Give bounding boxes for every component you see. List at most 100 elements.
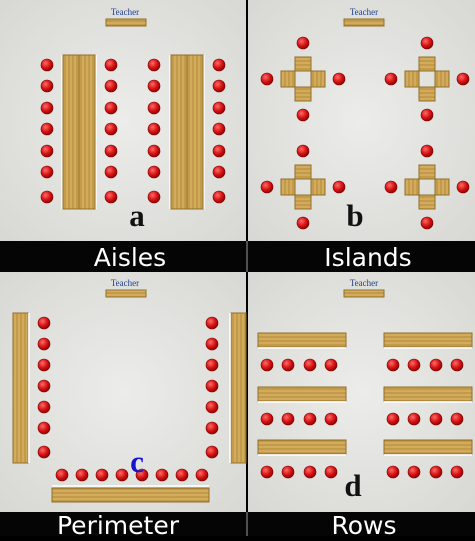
island-desk — [310, 70, 326, 88]
seat — [429, 358, 443, 372]
perimeter-desk-bottom — [51, 487, 210, 503]
seat — [296, 144, 310, 158]
seat — [205, 316, 219, 330]
caption-rows: Rows — [331, 511, 396, 536]
teacher-label-c: Teacher — [111, 278, 139, 288]
teacher-desk-c — [105, 289, 147, 298]
row-desk — [257, 332, 347, 348]
island-desk — [418, 56, 436, 72]
seat — [37, 337, 51, 351]
seat — [407, 465, 421, 479]
seat — [429, 465, 443, 479]
seat — [212, 144, 226, 158]
island-desk — [310, 178, 326, 196]
seat — [260, 465, 274, 479]
island-desk — [294, 194, 312, 210]
seat — [456, 180, 470, 194]
seat — [296, 216, 310, 230]
seat — [260, 180, 274, 194]
seat — [332, 72, 346, 86]
seat — [40, 122, 54, 136]
seat — [420, 108, 434, 122]
seat — [135, 468, 149, 482]
seat — [104, 58, 118, 72]
seat — [212, 122, 226, 136]
seat — [281, 358, 295, 372]
island-desk — [434, 70, 450, 88]
island-desk — [294, 164, 312, 180]
seat — [303, 412, 317, 426]
panel-letter-b: b — [346, 198, 363, 233]
seat — [37, 316, 51, 330]
seat — [420, 144, 434, 158]
seat — [407, 412, 421, 426]
seat — [260, 412, 274, 426]
island-desk — [418, 164, 436, 180]
seat — [212, 58, 226, 72]
seat — [115, 468, 129, 482]
seat — [384, 180, 398, 194]
seat — [104, 190, 118, 204]
caption-aisles: Aisles — [94, 243, 166, 272]
panel-letter-a: a — [129, 198, 145, 233]
row-desk — [257, 439, 347, 455]
seat — [420, 216, 434, 230]
aisle-desk-column — [62, 54, 80, 210]
teacher-desk-b — [343, 18, 385, 27]
island-desk — [418, 194, 436, 210]
teacher-desk-a — [105, 18, 147, 27]
aisle-desk-column — [186, 54, 204, 210]
seat — [281, 412, 295, 426]
seat — [104, 165, 118, 179]
seat — [303, 465, 317, 479]
seat — [37, 400, 51, 414]
island-desk — [294, 86, 312, 102]
island-desk — [404, 178, 420, 196]
row-desk — [383, 386, 473, 402]
island-desk — [404, 70, 420, 88]
seat — [40, 79, 54, 93]
seat — [332, 180, 346, 194]
seat — [205, 337, 219, 351]
perimeter-desk-right — [230, 312, 247, 464]
seat — [386, 412, 400, 426]
teacher-label-d: Teacher — [350, 278, 378, 288]
teacher-desk-d — [343, 289, 385, 298]
seat — [104, 144, 118, 158]
seat — [37, 421, 51, 435]
seat — [147, 144, 161, 158]
seat — [147, 79, 161, 93]
seat — [37, 358, 51, 372]
seat — [195, 468, 209, 482]
caption-bar-top — [0, 241, 475, 272]
island-desk — [280, 70, 296, 88]
seat — [147, 190, 161, 204]
island-desk — [418, 86, 436, 102]
seat — [456, 72, 470, 86]
teacher-label-a: Teacher — [111, 7, 139, 17]
seat — [450, 412, 464, 426]
seat — [420, 36, 434, 50]
caption-perimeter: Perimeter — [57, 511, 180, 536]
seat — [212, 190, 226, 204]
teacher-label-b: Teacher — [350, 7, 378, 17]
seat — [281, 465, 295, 479]
seat — [205, 358, 219, 372]
seat — [55, 468, 69, 482]
seat — [205, 445, 219, 459]
seat — [260, 72, 274, 86]
aisle-desk-column — [78, 54, 96, 210]
row-desk — [383, 332, 473, 348]
seat — [40, 144, 54, 158]
seat — [407, 358, 421, 372]
seat — [40, 190, 54, 204]
seat — [386, 465, 400, 479]
seat — [104, 122, 118, 136]
seat — [147, 122, 161, 136]
island-desk — [294, 56, 312, 72]
seat — [40, 101, 54, 115]
seat — [147, 58, 161, 72]
seat — [175, 468, 189, 482]
panel-a-floor — [0, 0, 246, 241]
